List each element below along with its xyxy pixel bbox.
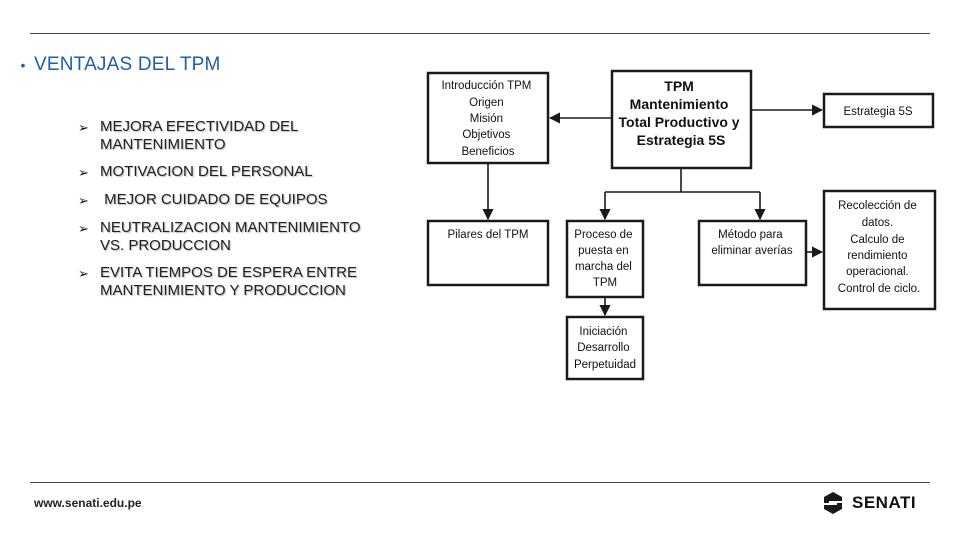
center-box xyxy=(610,69,753,170)
advantages-list: ➢ MEJORA EFECTIVIDAD DEL MANTENIMIENTO ➢… xyxy=(78,118,368,309)
arrow-bullet-icon: ➢ xyxy=(78,193,89,208)
senati-logo: SENATI xyxy=(820,490,916,516)
intro-text: Introducción TPM Origen Misión Objetivos… xyxy=(441,80,534,158)
logo-text: SENATI xyxy=(852,493,917,512)
metodo-text: Método para eliminar averías xyxy=(711,229,792,257)
list-item: ➢ MOTIVACION DEL PERSONAL xyxy=(78,163,368,182)
advantage-text: MOTIVACION DEL PERSONAL xyxy=(100,163,313,180)
advantage-text: MEJOR CUIDADO DE EQUIPOS xyxy=(100,191,328,208)
advantage-text: MEJORA EFECTIVIDAD DEL MANTENIMIENTO xyxy=(100,118,298,153)
proceso-text: Proceso de puesta en marcha del TPM xyxy=(574,229,635,289)
advantage-text: EVITA TIEMPOS DE ESPERA ENTRE MANTENIMIE… xyxy=(100,264,358,299)
advantage-text: NEUTRALIZACION MANTENIMIENTO VS. PRODUCC… xyxy=(100,219,361,254)
list-item: ➢ EVITA TIEMPOS DE ESPERA ENTRE MANTENIM… xyxy=(78,264,368,300)
heading-text: VENTAJAS DEL TPM xyxy=(34,54,221,75)
list-item: ➢ NEUTRALIZACION MANTENIMIENTO VS. PRODU… xyxy=(78,219,368,255)
recoleccion-box xyxy=(822,189,937,311)
center-text: TPM Mantenimiento Total Productivo y Est… xyxy=(619,78,744,148)
top-divider xyxy=(30,33,930,34)
pilares-text: Pilares del TPM xyxy=(448,229,529,241)
recoleccion-text: Recolección de datos. Calculo de rendimi… xyxy=(838,200,920,295)
iniciacion-box xyxy=(565,315,645,381)
bottom-divider xyxy=(30,482,930,483)
arrow-bullet-icon: ➢ xyxy=(78,221,89,236)
footer-url: www.senati.edu.pe xyxy=(34,496,142,510)
estrategia-text: Estrategia 5S xyxy=(843,106,912,118)
intro-box xyxy=(426,71,550,165)
arrow-bullet-icon: ➢ xyxy=(78,120,89,135)
section-heading: • VENTAJAS DEL TPM xyxy=(12,54,221,76)
bullet-marker: • xyxy=(20,57,26,73)
list-item: ➢ MEJOR CUIDADO DE EQUIPOS xyxy=(78,191,368,210)
estrategia-box xyxy=(822,92,935,129)
list-item: ➢ MEJORA EFECTIVIDAD DEL MANTENIMIENTO xyxy=(78,118,368,154)
iniciacion-text: Iniciación Desarrollo Perpetuidad xyxy=(574,326,636,371)
proceso-box xyxy=(565,219,645,299)
metodo-box xyxy=(697,219,808,287)
pilares-box xyxy=(426,219,550,287)
senati-s-icon xyxy=(824,492,842,514)
arrow-bullet-icon: ➢ xyxy=(78,266,89,281)
arrow-bullet-icon: ➢ xyxy=(78,165,89,180)
